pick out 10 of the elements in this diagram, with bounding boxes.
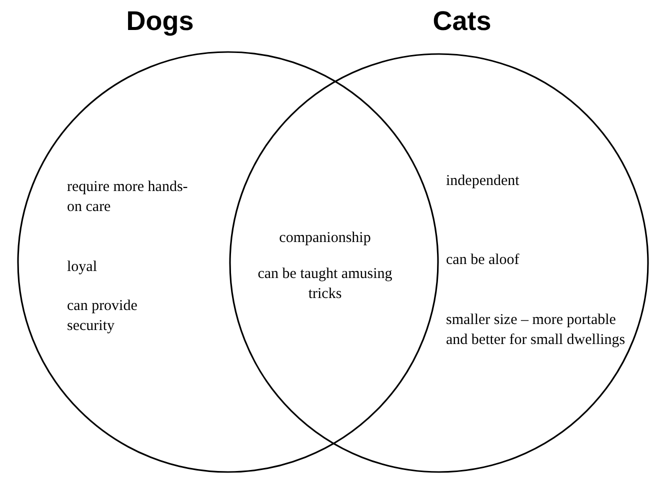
overlap-item-text: can be taught amusing tricks [256,265,394,304]
set-item-text: can provide security [67,297,138,336]
set-item-text: smaller size – more portable and better for small dwellings [446,311,626,350]
set-item-text: independent [446,172,520,191]
set-item-text: can be aloof [446,251,520,270]
overlap-item-text: companionship [278,229,372,248]
set-heading: Dogs [125,6,195,36]
set-item-text: loyal [67,258,98,277]
set-item-text: require more hands-on care [67,178,189,217]
set-heading: Cats [432,6,492,36]
